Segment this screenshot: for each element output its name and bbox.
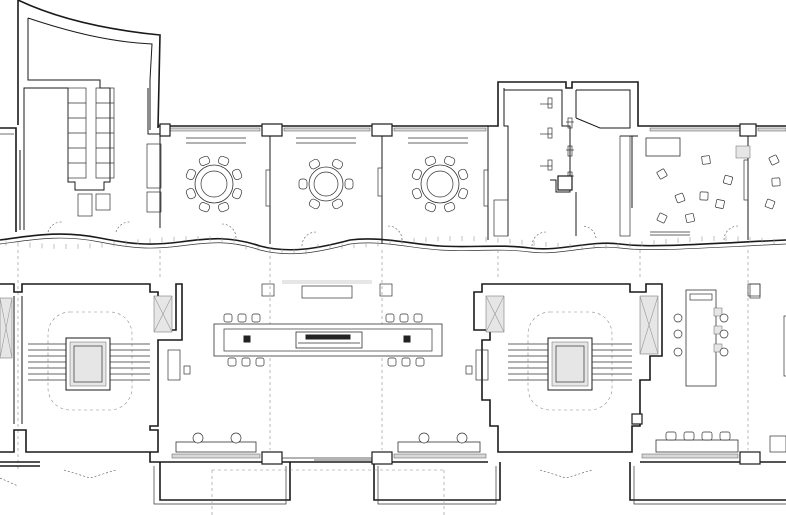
chair-icon (683, 431, 695, 441)
chair-icon (227, 357, 237, 367)
chair-icon (424, 155, 437, 166)
chair-icon (673, 313, 683, 323)
central-hall (17, 250, 786, 470)
chair-icon (722, 174, 734, 186)
chair-icon (701, 155, 711, 165)
chair-icon (217, 155, 230, 166)
chair-icon (344, 178, 354, 190)
chair-icon (719, 347, 729, 357)
column-icon (159, 123, 171, 137)
round-table-chairs (185, 155, 469, 213)
column-icon (739, 123, 757, 137)
chair-icon (232, 187, 243, 200)
chair-icon (656, 212, 668, 224)
door-swing-icon (723, 225, 739, 241)
chair-icon (217, 202, 230, 213)
column-icon (261, 123, 283, 137)
round-table-right (420, 164, 460, 204)
door-swing-icon (531, 231, 547, 247)
chair-icon (673, 329, 683, 339)
chair-icon (331, 198, 344, 210)
chair-icon (298, 178, 308, 190)
chair-icon (192, 432, 204, 444)
chair-icon (241, 357, 251, 367)
chair-icon (230, 432, 242, 444)
chair-icon (232, 168, 243, 181)
column-icon (371, 123, 393, 137)
chair-icon (456, 432, 468, 444)
chair-icon (387, 357, 397, 367)
chair-icon (198, 155, 211, 166)
chair-icon (308, 198, 321, 210)
chair-icon (458, 187, 469, 200)
restroom-stalls (67, 87, 162, 217)
chair-icon (764, 198, 776, 210)
chair-icon (771, 177, 781, 187)
chair-icon (255, 357, 265, 367)
chair-icon (719, 313, 729, 323)
south-facade (0, 431, 786, 515)
long-table-chairs (223, 313, 425, 367)
north-wing (0, 0, 786, 255)
chair-icon (656, 168, 668, 180)
chair-icon (411, 168, 422, 181)
door-swing-icon (539, 469, 593, 479)
chair-icon (701, 431, 713, 441)
door-swing-icon (47, 221, 63, 233)
chair-icon (237, 313, 247, 323)
stair-icon (508, 343, 632, 381)
chair-icon (673, 347, 683, 357)
chair-icon (185, 168, 196, 181)
stair-icon (28, 343, 150, 381)
chair-icon (185, 187, 196, 200)
chair-icon (715, 199, 725, 209)
column-icon (261, 451, 283, 465)
round-table-left (194, 164, 234, 204)
chair-icon (443, 155, 456, 166)
stair-core-left (0, 283, 191, 453)
chair-icon (674, 192, 686, 204)
facade-mullions (5, 236, 775, 255)
column-icon (739, 451, 761, 465)
chair-icon (685, 213, 695, 223)
chair-icon (424, 202, 437, 213)
chair-icon (411, 187, 422, 200)
chair-icon (331, 158, 344, 170)
bar-table (685, 289, 723, 387)
door-swing-icon (301, 231, 317, 247)
round-table-middle (308, 166, 344, 202)
door-swing-icon (387, 225, 403, 241)
chair-icon (443, 202, 456, 213)
bar-chairs (673, 313, 729, 357)
chair-icon (665, 431, 677, 441)
door-swing-icon (0, 477, 19, 487)
chair-icon (251, 313, 261, 323)
column-icon (371, 451, 393, 465)
door-swing-icon (221, 223, 237, 239)
chair-icon (699, 191, 709, 201)
chair-icon (719, 329, 729, 339)
chair-icon (418, 432, 430, 444)
chair-icon (415, 357, 425, 367)
chair-icon (385, 313, 395, 323)
wall-fixtures (540, 97, 574, 191)
central-long-table (213, 323, 443, 357)
door-swing-icon (63, 469, 117, 479)
chair-icon (401, 357, 411, 367)
chair-icon (413, 313, 423, 323)
chair-icon (223, 313, 233, 323)
door-swing-icon (115, 221, 131, 233)
chair-icon (308, 158, 321, 170)
chair-icon (768, 154, 780, 166)
chair-icon (198, 202, 211, 213)
chair-icon (719, 431, 731, 441)
lounge-chairs (656, 154, 781, 224)
door-swing-icon (581, 225, 597, 239)
bench-stools (192, 431, 731, 444)
chair-icon (458, 168, 469, 181)
chair-icon (399, 313, 409, 323)
stair-core-right (465, 283, 663, 453)
